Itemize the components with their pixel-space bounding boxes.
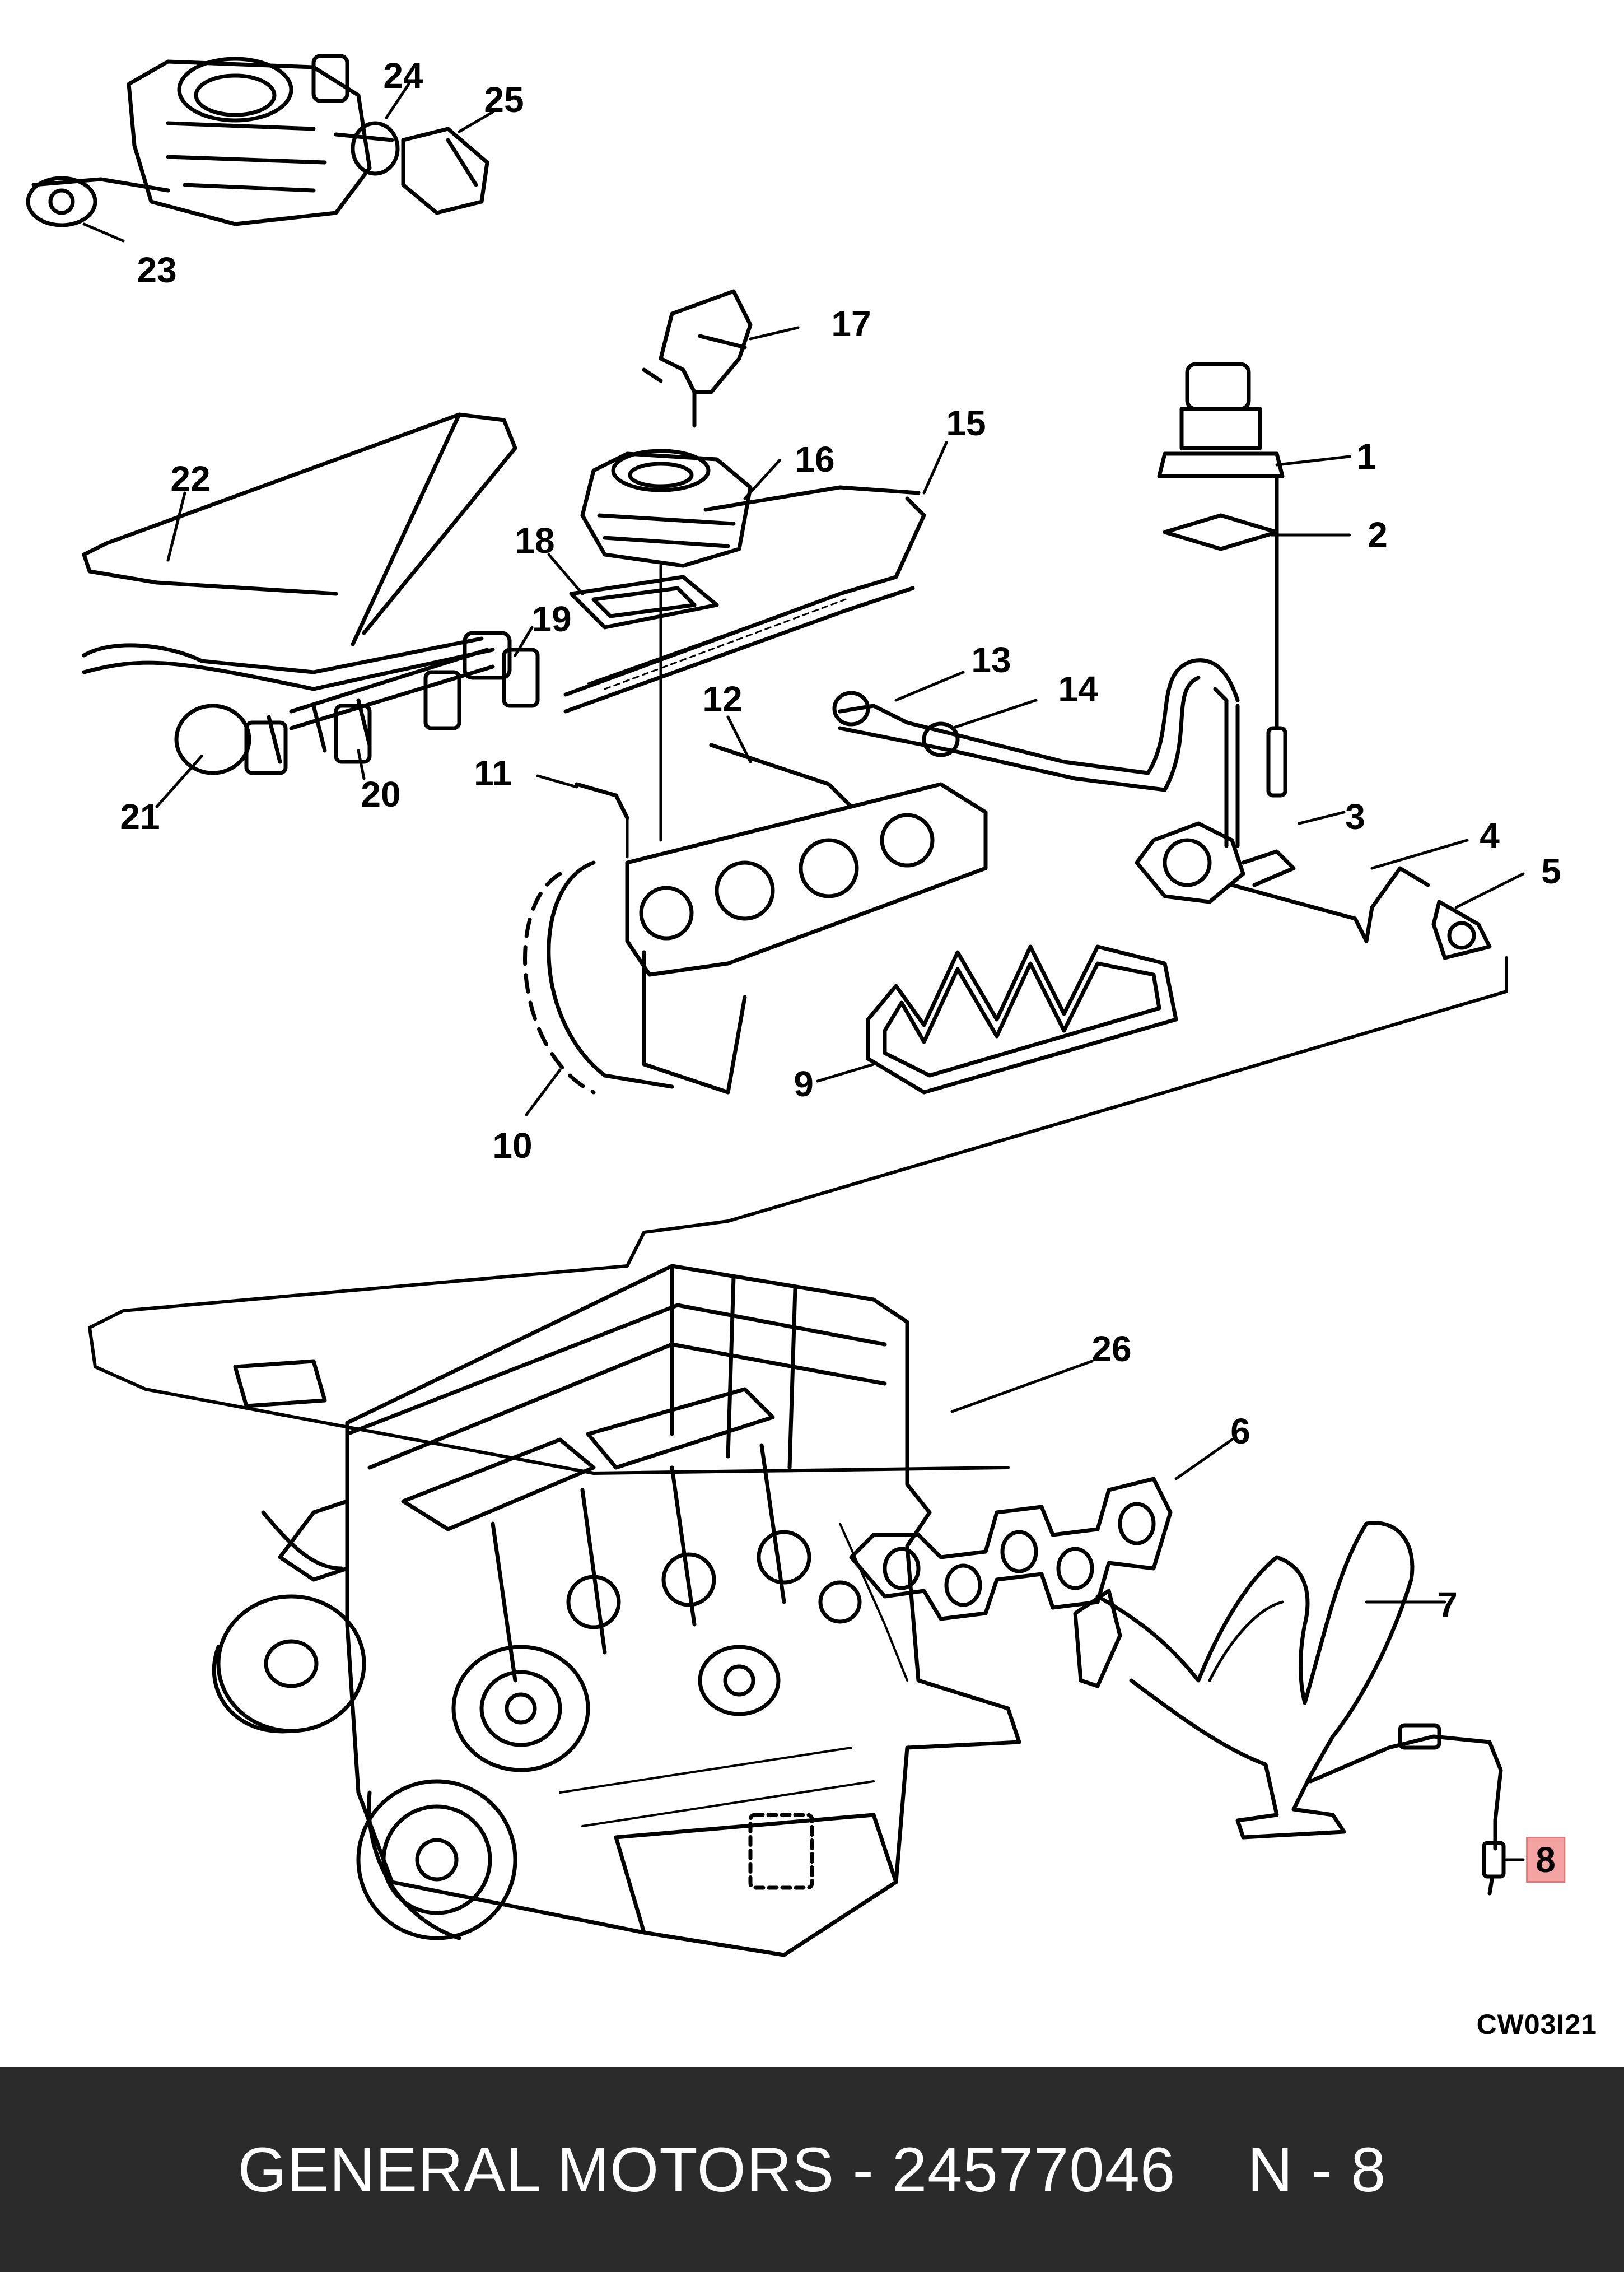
callout-2: 2 [1368,515,1388,555]
diagram-code: CW03I21 [1476,2009,1597,2040]
callout-12: 12 [702,679,743,719]
footer-part-number-text: GENERAL MOTORS - 24577046 N - 8 [237,2134,1387,2205]
engine-block [212,1264,1021,1957]
callout-11: 11 [474,753,512,793]
callout-6: 6 [1230,1411,1250,1451]
callout-24: 24 [383,55,423,96]
callout-5: 5 [1541,851,1561,891]
callout-1: 1 [1356,436,1376,477]
engine-parts-diagram [26,54,1525,1957]
callout-20: 20 [361,774,401,814]
callout-26: 26 [1091,1329,1132,1369]
callout-19: 19 [531,599,572,639]
callout-8: 8 [1526,1837,1565,1883]
assembly-leader-line [88,956,1508,1475]
callout-9: 9 [794,1064,814,1104]
callout-15: 15 [946,403,986,443]
callout-21: 21 [120,797,160,837]
callout-4: 4 [1480,816,1500,856]
callout-10: 10 [492,1125,533,1166]
callout-17: 17 [831,304,871,344]
callout-14: 14 [1058,669,1098,709]
callout-23: 23 [137,250,177,290]
oxygen-sensor [1308,1723,1525,1896]
throttle-body-inset [26,54,494,243]
callout-3: 3 [1345,797,1365,837]
callout-25: 25 [484,80,524,120]
callout-13: 13 [971,640,1011,680]
exhaust-manifold [849,1360,1446,1840]
callout-18: 18 [515,520,555,561]
callout-22: 22 [170,459,211,499]
footer-bar: GENERAL MOTORS - 24577046 N - 8 [0,2067,1624,2272]
egr-assembly [832,362,1525,960]
leader-dash [727,957,1508,1222]
callout-7: 7 [1438,1585,1458,1625]
callout-16: 16 [795,439,835,479]
intake-manifold [523,715,1178,1116]
tbi-upper-assembly [547,289,800,842]
fuel-injection-assembly [82,412,948,808]
